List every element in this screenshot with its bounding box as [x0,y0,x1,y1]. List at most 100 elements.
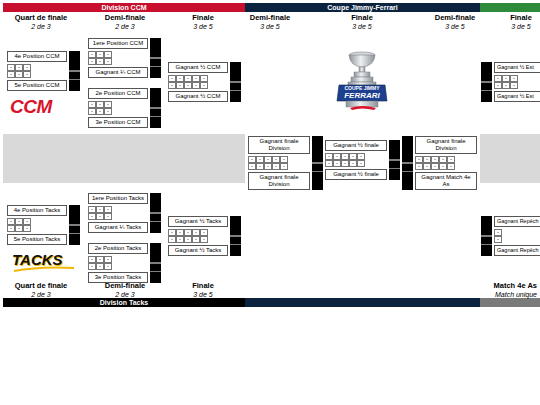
score-cell: - [325,153,333,160]
score-cell: - [447,156,455,163]
series-marker [389,140,400,160]
score-cell: - [431,156,439,163]
score-cell: - [200,229,208,236]
score-cell: - [104,263,112,270]
series-marker [481,237,492,245]
score-cell: - [15,225,23,232]
team-slot: 1ere Position CCM [88,38,148,49]
score-cell: - [168,236,176,243]
team-name: Gagnant ½ Est [497,93,540,100]
score-cell: - [200,75,208,82]
division-title: Coupe Jimmy-Ferrari [245,3,480,12]
series-marker [230,245,241,256]
round-heading: 2 de 3 [115,22,134,31]
series-marker [230,62,241,82]
round-heading: 3 de 5 [193,22,212,31]
score-cell: - [264,163,272,170]
series-marker [150,59,161,67]
score-cell: - [415,163,423,170]
score-cell: - [15,71,23,78]
series-marker [150,243,161,263]
round-heading: 3 de 5 [260,22,279,31]
team-name: 4e Position Tacks [10,207,64,214]
round-heading: Match unique [495,290,537,299]
series-marker [150,272,161,283]
team-slot: Gagnant Repêch [494,245,540,256]
score-cell: - [176,236,184,243]
round-heading: 3 de 5 [511,22,530,31]
team-name: Gagnant ½ Tacks [171,247,225,254]
round-heading: Match 4e As [494,281,538,290]
team-slot: Gagnant ½ Tacks [168,216,228,227]
round-heading: 2 de 3 [31,290,50,299]
round-heading: 3 de 5 [352,22,371,31]
score-cell: - [184,229,192,236]
trophy-caption: FERRARI [344,91,380,100]
score-cell: - [341,160,349,167]
score-cell: - [176,82,184,89]
series-marker [150,109,161,117]
team-slot: Gagnant ½ finale [325,169,387,180]
team-name: 3e Position CCM [91,119,145,126]
score-cell: - [184,82,192,89]
score-cell: - [349,153,357,160]
team-slot: Gagnant ¼ Tacks [88,222,148,233]
team-name: Gagnant ½ Tacks [171,218,225,225]
score-cell: - [431,163,439,170]
series-marker [150,117,161,128]
series-marker [150,67,161,78]
score-cell: - [357,153,365,160]
score-cell: - [264,156,272,163]
round-heading: Finale [510,13,532,22]
score-cell: - [333,153,341,160]
header-band [480,3,540,12]
score-cell: - [104,101,112,108]
team-name: 3e Position Tacks [91,274,145,281]
score-cell: - [415,156,423,163]
round-heading: 3 de 5 [193,290,212,299]
team-slot: 4e Position CCM [7,51,67,62]
team-name: 5e Position Tacks [10,236,64,243]
score-cell: - [168,75,176,82]
score-cell: - [272,156,280,163]
team-slot: Gagnant finale Division [415,136,477,154]
score-cell: - [168,82,176,89]
division-title: Division CCM [3,3,245,12]
team-slot: 5e Position Tacks [7,234,67,245]
score-cell: - [494,82,502,89]
trophy-caption: COUPE JIMMY [344,86,379,91]
series-marker [150,88,161,108]
series-marker [150,214,161,222]
score-cell: - [200,236,208,243]
series-marker [150,193,161,213]
team-name: Gagnant ½ finale [328,171,384,178]
score-cell: - [104,256,112,263]
score-cell: - [168,229,176,236]
series-marker [69,72,80,80]
team-slot: Gagnant ½ Est [494,91,540,102]
team-slot: Gagnant ½ CCM [168,62,228,73]
series-marker [389,161,400,169]
score-cell: - [439,156,447,163]
score-cell: - [349,160,357,167]
score-cell: - [96,206,104,213]
score-cell: - [104,58,112,65]
series-marker [312,164,323,172]
team-name: Gagnant finale Division [251,174,307,188]
series-marker [69,205,80,225]
score-cell: - [423,156,431,163]
score-cell: - [7,218,15,225]
series-marker [230,237,241,245]
team-slot: 3e Position CCM [88,117,148,128]
round-heading: 2 de 3 [115,290,134,299]
score-cell: - [96,101,104,108]
team-name: Gagnant ½ CCM [171,64,225,71]
series-marker [312,136,323,163]
score-cell: - [88,263,96,270]
score-cell: - [7,225,15,232]
series-marker [402,172,413,190]
score-cell: - [494,229,502,236]
brand-logo: TACKS [12,251,63,268]
score-cell: - [104,213,112,220]
